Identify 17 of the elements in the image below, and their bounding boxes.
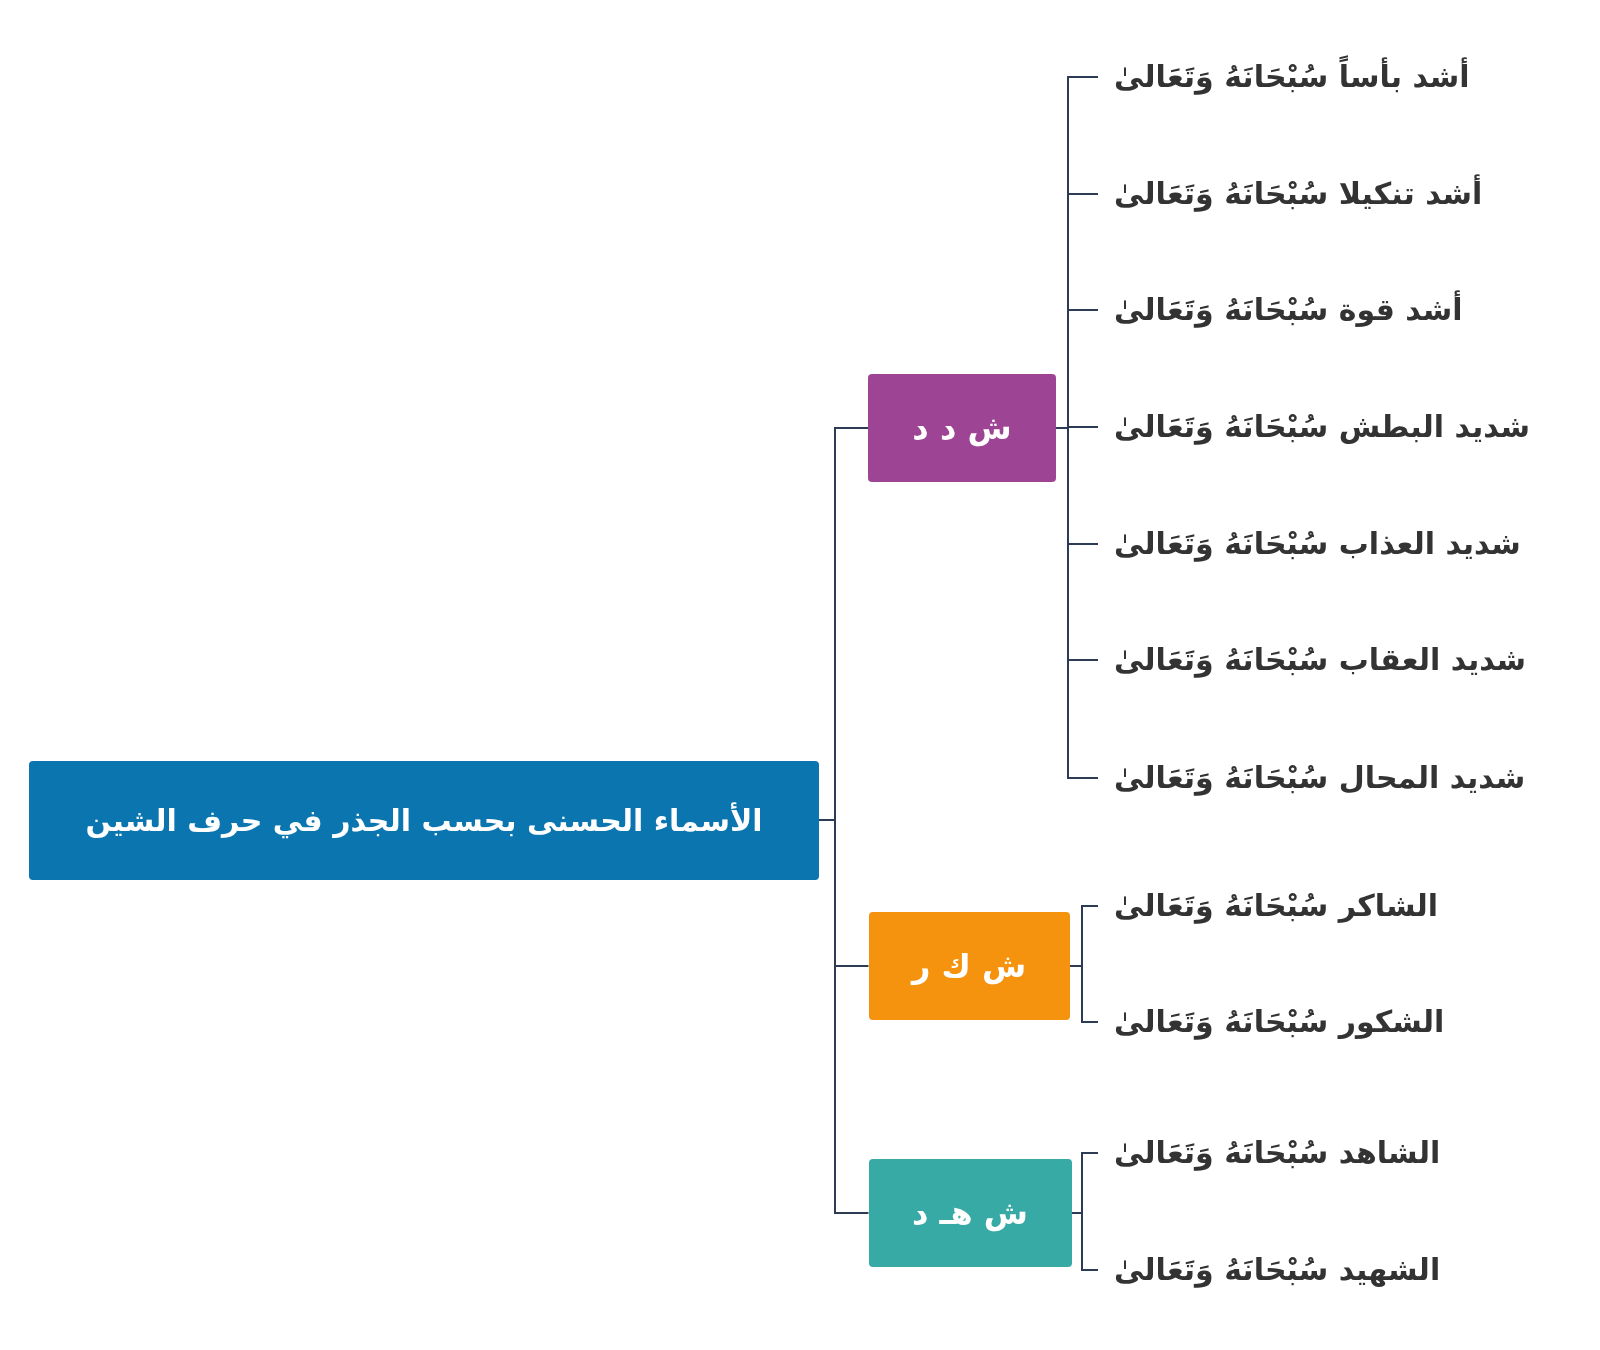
branch-box: ش د د (868, 374, 1056, 482)
branch-box: ش هـ د (868, 1159, 1072, 1267)
branch-box: ش ك ر (868, 912, 1070, 1020)
leaf-text: شديد المحال سُبْحَانَهُ وَتَعَالىٰ (1114, 758, 1526, 798)
leaf-text: شديد البطش سُبْحَانَهُ وَتَعَالىٰ (1114, 407, 1530, 447)
leaf-text: الشاكر سُبْحَانَهُ وَتَعَالىٰ (1114, 886, 1439, 926)
leaf-text: أشد تنكيلا سُبْحَانَهُ وَتَعَالىٰ (1114, 174, 1483, 214)
leaf-text: أشد قوة سُبْحَانَهُ وَتَعَالىٰ (1114, 290, 1463, 330)
leaf-text: شديد العذاب سُبْحَانَهُ وَتَعَالىٰ (1114, 524, 1521, 564)
leaf-text: الشكور سُبْحَانَهُ وَتَعَالىٰ (1114, 1002, 1445, 1042)
connector (1070, 1212, 1099, 1271)
leaf-text: الشاهد سُبْحَانَهُ وَتَعَالىٰ (1114, 1133, 1441, 1173)
root-box: الأسماء الحسنى بحسب الجذر في حرف الشين (29, 760, 819, 880)
leaf-text: شديد العقاب سُبْحَانَهُ وَتَعَالىٰ (1114, 640, 1527, 680)
leaf-text: الشهيد سُبْحَانَهُ وَتَعَالىٰ (1114, 1250, 1441, 1290)
connector (1068, 965, 1099, 1023)
leaf-text: أشد بأساً سُبْحَانَهُ وَتَعَالىٰ (1114, 57, 1470, 97)
